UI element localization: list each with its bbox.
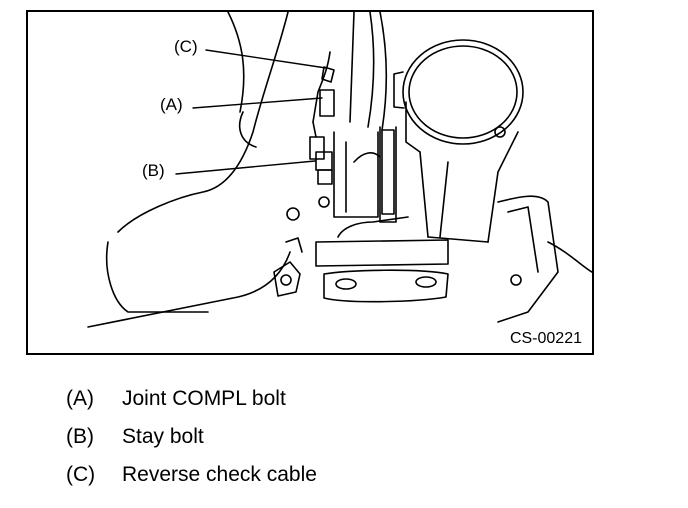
legend-list: (A) Joint COMPL bolt (B) Stay bolt (C) R… — [66, 384, 626, 498]
legend-item: (A) Joint COMPL bolt — [66, 384, 626, 422]
legend-label: Joint COMPL bolt — [122, 387, 286, 410]
legend-key: (B) — [66, 425, 94, 448]
legend-item: (C) Reverse check cable — [66, 460, 626, 498]
leader-line-c — [205, 49, 327, 69]
legend-label: Reverse check cable — [122, 463, 317, 486]
leader-line-a — [192, 97, 323, 109]
leader-line-b — [175, 160, 316, 175]
legend-key: (A) — [66, 387, 94, 410]
figure-code: CS-00221 — [509, 330, 582, 347]
transmission-drawing — [87, 12, 592, 328]
callout-label-c: (C) — [174, 37, 198, 56]
illustration-frame: (C) (A) (B) CS-00221 — [26, 10, 594, 355]
callout-label-a: (A) — [160, 95, 183, 114]
legend-label: Stay bolt — [122, 425, 204, 448]
callout-label-b: (B) — [142, 161, 165, 180]
legend-key: (C) — [66, 463, 96, 486]
legend-item: (B) Stay bolt — [66, 422, 626, 460]
